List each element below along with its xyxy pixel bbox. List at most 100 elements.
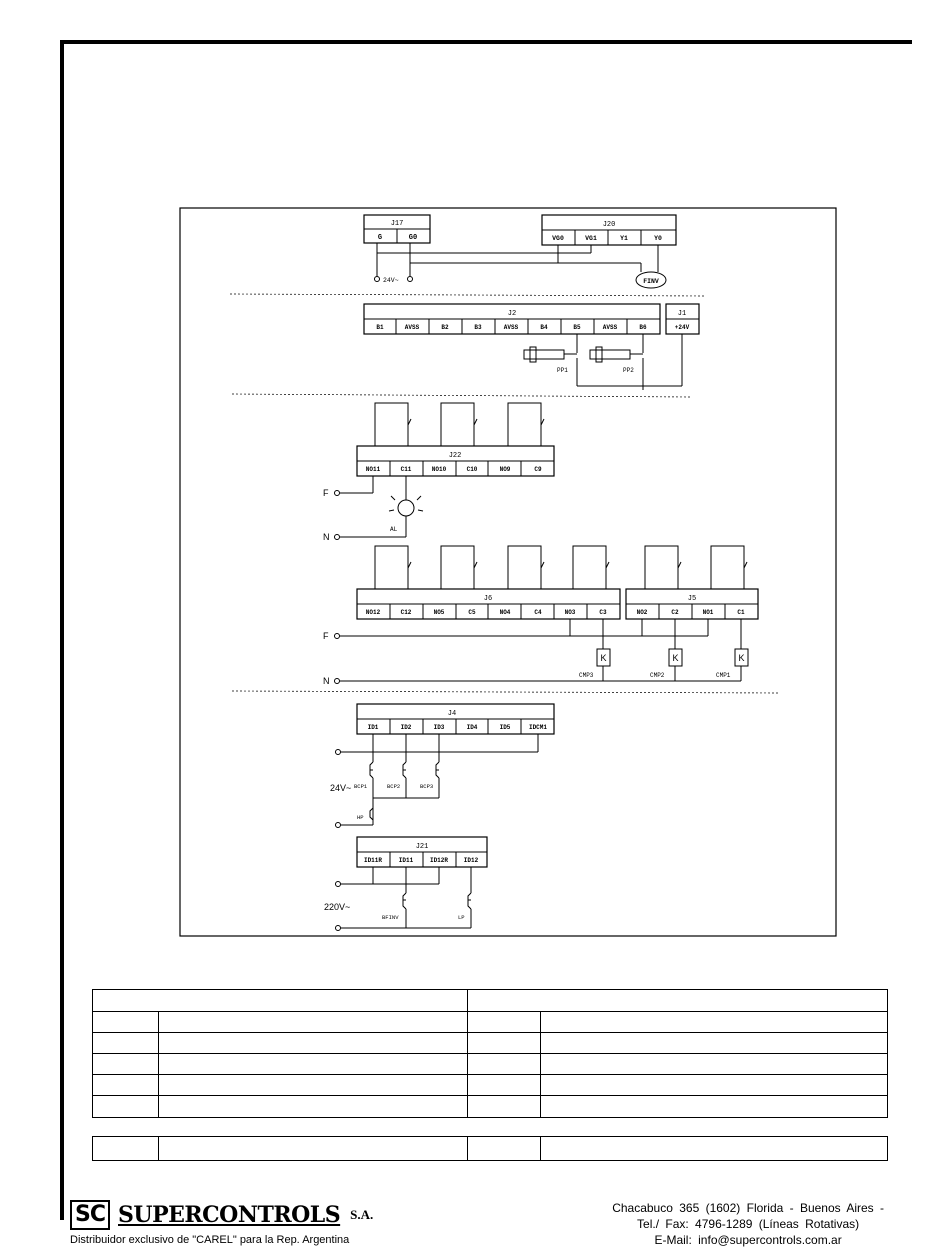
j22-pin: NO11 <box>366 466 381 473</box>
connector-j6: J6 NO12 C12 NO5 C5 NO4 C4 NO3 C3 <box>356 588 621 620</box>
legend-cell <box>158 1053 468 1075</box>
j5-pin: NO1 <box>703 609 714 616</box>
j6-pin: NO12 <box>366 609 381 616</box>
legend-cell <box>540 1136 888 1161</box>
legend-cell <box>92 1053 159 1075</box>
email: E-Mail: info@supercontrols.com.ar <box>654 1233 842 1247</box>
j4-pin: ID5 <box>500 724 511 731</box>
j2-pin: AVSS <box>504 324 519 331</box>
j6-pin: C5 <box>468 609 476 616</box>
j4-pin: ID2 <box>401 724 412 731</box>
label-24v-bottom: 24V~ <box>330 783 351 793</box>
j4-pin: ID3 <box>434 724 445 731</box>
legend-cell <box>540 1011 888 1033</box>
contact-info: Chacabuco 365 (1602) Florida - Buenos Ai… <box>612 1200 884 1248</box>
j2-title: J2 <box>508 310 516 318</box>
j20-pin-vg1: VG1 <box>585 235 597 242</box>
j5-pin: C1 <box>737 609 745 616</box>
label-hp: HP <box>357 814 364 821</box>
legend-cell <box>92 1095 159 1118</box>
connector-j1: J1 +24V <box>665 303 700 335</box>
j21-pin: ID12 <box>464 857 479 864</box>
j22-pin: NO9 <box>500 466 511 473</box>
separator-2 <box>231 393 691 398</box>
j17-title: J17 <box>391 220 404 228</box>
page-left-border <box>60 40 64 1220</box>
connector-j5: J5 NO2 C2 NO1 C1 <box>625 588 759 620</box>
logo-sc: SC <box>70 1200 110 1230</box>
label-al: AL <box>390 526 398 533</box>
j1-title: J1 <box>678 310 686 318</box>
label-f-1: F <box>323 488 329 498</box>
connector-j17: J17 G G0 <box>363 214 431 244</box>
j21-title: J21 <box>416 843 429 851</box>
address: Chacabuco 365 (1602) Florida - Buenos Ai… <box>612 1201 884 1215</box>
label-n-2: N <box>323 676 330 686</box>
j1-pin-24v: +24V <box>675 324 690 331</box>
label-bcp2: BCP2 <box>387 783 400 790</box>
label-cmp1: CMP1 <box>716 672 731 679</box>
legend-header-right <box>467 989 888 1012</box>
j22-pin: C11 <box>401 466 412 473</box>
power-wiring <box>374 243 667 289</box>
label-f-2: F <box>323 631 329 641</box>
relay-group-j6-j5 <box>374 545 748 589</box>
legend-cell <box>467 1053 541 1075</box>
legend-cell <box>92 1074 159 1096</box>
digital-input-wiring-j21 <box>335 867 472 931</box>
legend-cell <box>467 1095 541 1118</box>
legend-cell <box>540 1074 888 1096</box>
j6-pin: C3 <box>599 609 607 616</box>
j21-pin: ID12R <box>430 857 448 864</box>
relay-k-cmp2: K <box>672 653 678 663</box>
legend-cell <box>540 1095 888 1118</box>
connector-j2: J2 B1 AVSS B2 B3 AVSS B4 B5 AVSS B6 <box>363 303 661 335</box>
legend-cell <box>92 1136 159 1161</box>
j22-pin: C10 <box>467 466 478 473</box>
j6-pin: NO5 <box>434 609 445 616</box>
legend-cell <box>540 1053 888 1075</box>
label-24v-top: 24V~ <box>383 277 399 284</box>
legend-table <box>92 989 888 1118</box>
j6-title: J6 <box>484 595 492 603</box>
legend-cell <box>467 1136 541 1161</box>
alarm-wiring <box>334 476 424 540</box>
j20-pin-vg0: VG0 <box>552 235 564 242</box>
j4-pin: ID1 <box>368 724 379 731</box>
phone: Tel./ Fax: 4796-1289 (Líneas Rotativas) <box>637 1217 860 1231</box>
logo-brand: SUPERCONTROLS <box>118 1202 341 1228</box>
label-220v: 220V~ <box>324 902 350 912</box>
j2-pin: B4 <box>540 324 548 331</box>
j6-pin: NO4 <box>500 609 511 616</box>
company-logo: SC SUPERCONTROLS S.A. <box>70 1200 373 1230</box>
page-top-border <box>60 40 912 44</box>
j22-pin: NO10 <box>432 466 447 473</box>
logo-sa: S.A. <box>350 1207 374 1222</box>
j5-pin: NO2 <box>637 609 648 616</box>
j21-pin: ID11 <box>399 857 414 864</box>
j2-pin: B1 <box>376 324 384 331</box>
legend-cell <box>92 1032 159 1054</box>
label-pp2: PP2 <box>623 367 634 374</box>
j17-pin-g: G <box>378 234 382 242</box>
legend-table-2 <box>92 1136 888 1161</box>
label-bfinv: BFINV <box>382 914 399 921</box>
j5-title: J5 <box>688 595 696 603</box>
j22-title: J22 <box>449 452 462 460</box>
legend-cell <box>467 1074 541 1096</box>
pressure-probe-wiring <box>523 334 683 390</box>
legend-cell <box>158 1136 468 1161</box>
j6-pin: C12 <box>401 609 412 616</box>
j20-pin-y0: Y0 <box>654 235 662 242</box>
j6-pin: C4 <box>534 609 542 616</box>
legend-cell <box>467 1011 541 1033</box>
legend-cell <box>158 1011 468 1033</box>
relay-group-j22 <box>374 402 545 446</box>
j17-pin-g0: G0 <box>409 234 417 242</box>
legend-header-left <box>92 989 468 1012</box>
label-lp: LP <box>458 914 465 921</box>
label-cmp2: CMP2 <box>650 672 665 679</box>
j21-pin: ID11R <box>364 857 382 864</box>
j2-pin: B5 <box>573 324 581 331</box>
